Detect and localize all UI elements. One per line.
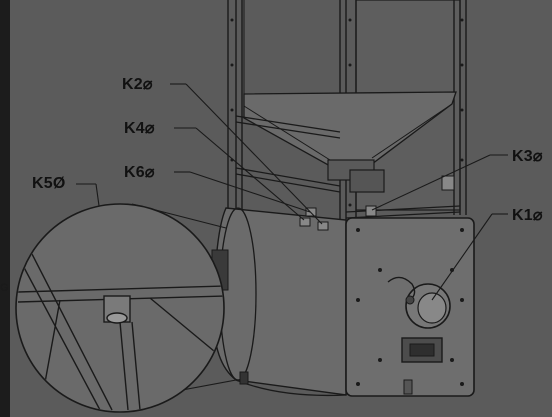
sensor-cable (387, 276, 416, 301)
label-k1: K1⌀ (512, 207, 543, 224)
hopper-fold (243, 105, 331, 161)
k4-fitting (299, 217, 311, 227)
detail-callout (15, 203, 237, 413)
hopper-fold-right (371, 103, 453, 159)
sensor-plug (405, 295, 415, 305)
label-k6: K6⌀ (124, 164, 155, 181)
boiler-foot (239, 371, 249, 385)
burner-tube-inner (417, 292, 447, 324)
leader-lines (76, 83, 508, 301)
auger-box (349, 169, 385, 193)
label-k5: K5Ø (32, 175, 66, 192)
k3-fitting (365, 175, 455, 217)
drain-fitting (403, 379, 413, 395)
label-k4: K4⌀ (124, 120, 155, 137)
burner-plate-bolts (356, 228, 464, 386)
page-border-strip (0, 0, 10, 417)
label-k2: K2⌀ (122, 76, 153, 93)
k2-fitting (317, 221, 329, 231)
left-post (227, 0, 243, 230)
page-edge-letter: G (0, 282, 9, 294)
inspection-door-window (409, 343, 435, 357)
label-k3: K3⌀ (512, 148, 543, 165)
boiler-drum (212, 207, 347, 396)
